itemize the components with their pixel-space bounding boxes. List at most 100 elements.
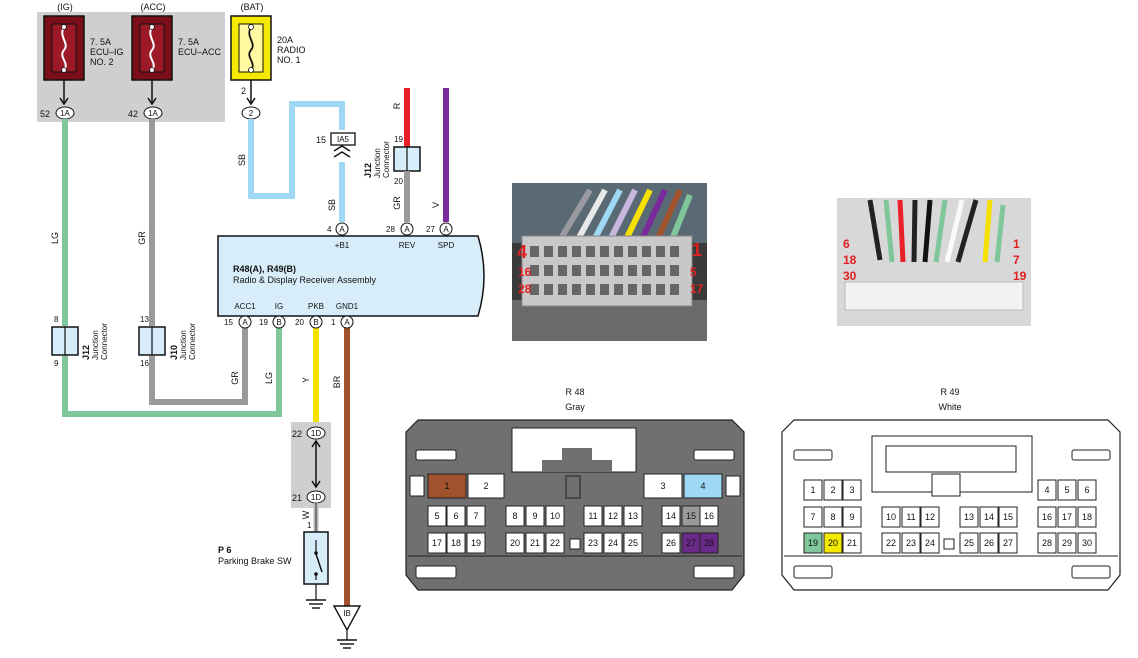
pin-number: 14 [984, 512, 994, 522]
pin-cell-15: 15 [681, 505, 701, 527]
fuse-ig-source: (IG) [57, 2, 73, 12]
pin-cell-17: 17 [1057, 506, 1077, 528]
1d-22-pin: 22 [292, 429, 302, 439]
pin-number: 11 [906, 512, 915, 522]
pin-number: 2 [830, 485, 835, 495]
pin-cell-7: 7 [466, 505, 486, 527]
switch-contact-icon [315, 553, 323, 573]
pin-number: 27 [686, 538, 696, 548]
receiver-pin-gnd1-num: 1 [331, 318, 336, 327]
fuse-symbol-icon [149, 26, 155, 71]
r49-subtitle: White [938, 402, 961, 412]
gr-wire-rev-label: GR [392, 196, 402, 210]
j10-code: J10 [169, 345, 179, 360]
w-wire-label: W [301, 510, 311, 519]
ia5-pin: 15 [316, 135, 326, 145]
parking-brake-name: Parking Brake SW [218, 556, 292, 566]
j10-name1: Junction [179, 330, 188, 360]
ib-label: IB [343, 609, 351, 618]
receiver-pin-b1-num: 4 [327, 225, 332, 234]
pin-number: 22 [886, 538, 896, 548]
j12-top-name1: Junction [373, 148, 382, 178]
pin-number: 7 [473, 511, 478, 521]
receiver-pin-spd-conn: A [443, 225, 449, 234]
1d-21-pin: 21 [292, 493, 302, 503]
pin-cell-22: 22 [545, 532, 565, 554]
pin-cell-5: 5 [427, 505, 447, 527]
pin-number: 21 [530, 538, 540, 548]
pin-number: 10 [886, 512, 896, 522]
pin-number: 13 [628, 511, 638, 521]
ib-ground: IB [332, 605, 362, 649]
receiver-title: R48(A), R49(B) [233, 264, 296, 274]
ia5-label: IA5 [337, 135, 350, 144]
receiver-pin-rev-name: REV [399, 241, 416, 250]
pin-number: 10 [550, 511, 560, 521]
pin-number: 19 [808, 538, 818, 548]
pin-cell-18: 18 [446, 532, 466, 554]
receiver-pin-pkb-conn: B [313, 318, 318, 327]
receiver-pin-ig-name: IG [275, 302, 283, 311]
pin-cell-29: 29 [1057, 532, 1077, 554]
pin-number: 5 [434, 511, 439, 521]
1d-21-label: 1D [311, 493, 321, 502]
pin-cell-15: 15 [998, 506, 1018, 528]
receiver-pin-ig-conn: B [276, 318, 281, 327]
receiver-pin-b1-conn: A [339, 225, 345, 234]
pin-number: 12 [925, 512, 935, 522]
pin-cell-14: 14 [661, 505, 681, 527]
sb-wire-label-1: SB [237, 154, 247, 166]
pin-cell-25: 25 [959, 532, 979, 554]
r49-title: R 49 [940, 387, 959, 397]
pin-number: 1 [810, 485, 815, 495]
y-wire-label: Y [301, 377, 311, 383]
fuse-acc-rating: 7. 5A [178, 37, 199, 47]
fuse-ig: (IG) 7. 5A ECU–IG NO. 2 52 1A [40, 2, 124, 120]
pin-cell-1: 1 [427, 473, 467, 499]
pin-cell-10: 10 [545, 505, 565, 527]
j10-name2: Connector [188, 323, 197, 360]
j12-top-name2: Connector [382, 141, 391, 178]
pin-number: 4 [1044, 485, 1049, 495]
pin-number: 9 [532, 511, 537, 521]
pin-cell-17: 17 [427, 532, 447, 554]
pin-cell-23: 23 [901, 532, 921, 554]
pin-cell-30: 30 [1077, 532, 1097, 554]
pin-number: 26 [666, 538, 676, 548]
pin-cell-20: 20 [505, 532, 525, 554]
receiver-pin-ig-num: 19 [259, 318, 268, 327]
receiver-pin-acc1-num: 15 [224, 318, 233, 327]
pin-number: 8 [830, 512, 835, 522]
receiver-pin-b1: 4 A +B1 [327, 222, 350, 250]
receiver-pin-rev: 28 A REV [386, 222, 416, 250]
pin-number: 20 [828, 538, 838, 548]
fuse-bat-source: (BAT) [241, 2, 264, 12]
ground-triangle-icon [332, 605, 362, 632]
pin-cell-26: 26 [979, 532, 999, 554]
receiver-pin-pkb-num: 20 [295, 318, 304, 327]
r48-title: R 48 [565, 387, 584, 397]
pin-cell-3: 3 [842, 479, 862, 501]
gr-wire-lower [149, 327, 248, 405]
fuse-ig-connector: 1A [60, 109, 70, 118]
photo-right-label-7: 7 [1013, 253, 1020, 267]
fuse-acc: (ACC) 7. 5A ECU–ACC 42 1A [128, 2, 222, 120]
j12-left-name1: Junction [91, 330, 100, 360]
pin-number: 25 [628, 538, 638, 548]
j10-pin-13: 13 [140, 315, 149, 324]
pin-number: 27 [1003, 538, 1013, 548]
fuse-bat: (BAT) 20A RADIO NO. 1 2 2 [230, 2, 306, 120]
fuse-ig-pin: 52 [40, 109, 50, 119]
pin-cell-9: 9 [525, 505, 545, 527]
pin-number: 23 [588, 538, 598, 548]
receiver-pin-b1-name: +B1 [335, 241, 350, 250]
pin-number: 2 [483, 481, 488, 491]
receiver-pin-rev-conn: A [404, 225, 410, 234]
pin-number: 4 [700, 481, 705, 491]
pin-cell-24: 24 [920, 532, 940, 554]
pin-number: 3 [660, 481, 665, 491]
r48-subtitle: Gray [565, 402, 585, 412]
